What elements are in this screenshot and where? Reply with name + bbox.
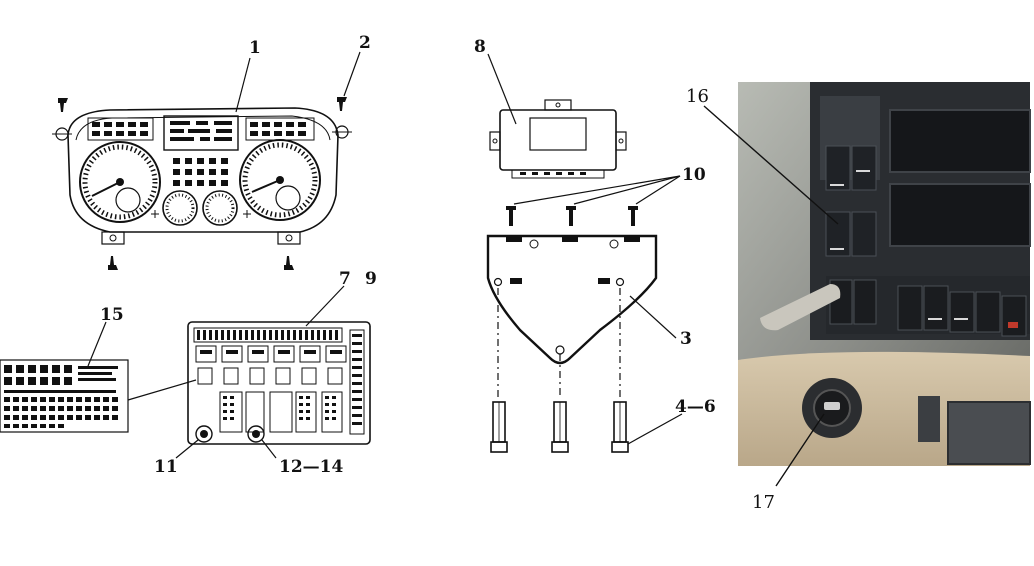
callout-7: 7 [339,269,351,289]
callout-1: 1 [249,38,261,58]
fuse-label-sheet-icon [0,359,129,433]
callout-9: 9 [365,269,377,289]
callout-17: 17 [752,492,775,513]
callout-3: 3 [680,329,692,349]
cab-switch-panel-photo [738,82,1031,466]
bolt-icon [490,401,629,453]
callout-16: 16 [686,86,709,107]
callout-8: 8 [474,37,486,57]
callout-10: 10 [682,165,706,185]
fuse-relay-box-icon [187,321,371,445]
instrument-cluster-icon [52,107,352,245]
mounting-bracket-icon [486,234,658,365]
callout-15: 15 [100,305,124,325]
callout-12-14: 12—14 [279,457,343,477]
screw-icon [58,97,347,270]
callout-4-6: 4—6 [675,397,716,417]
callout-2: 2 [359,33,371,53]
callout-11: 11 [154,457,178,477]
screw-icon [506,206,638,226]
control-module-box-icon [489,99,627,179]
